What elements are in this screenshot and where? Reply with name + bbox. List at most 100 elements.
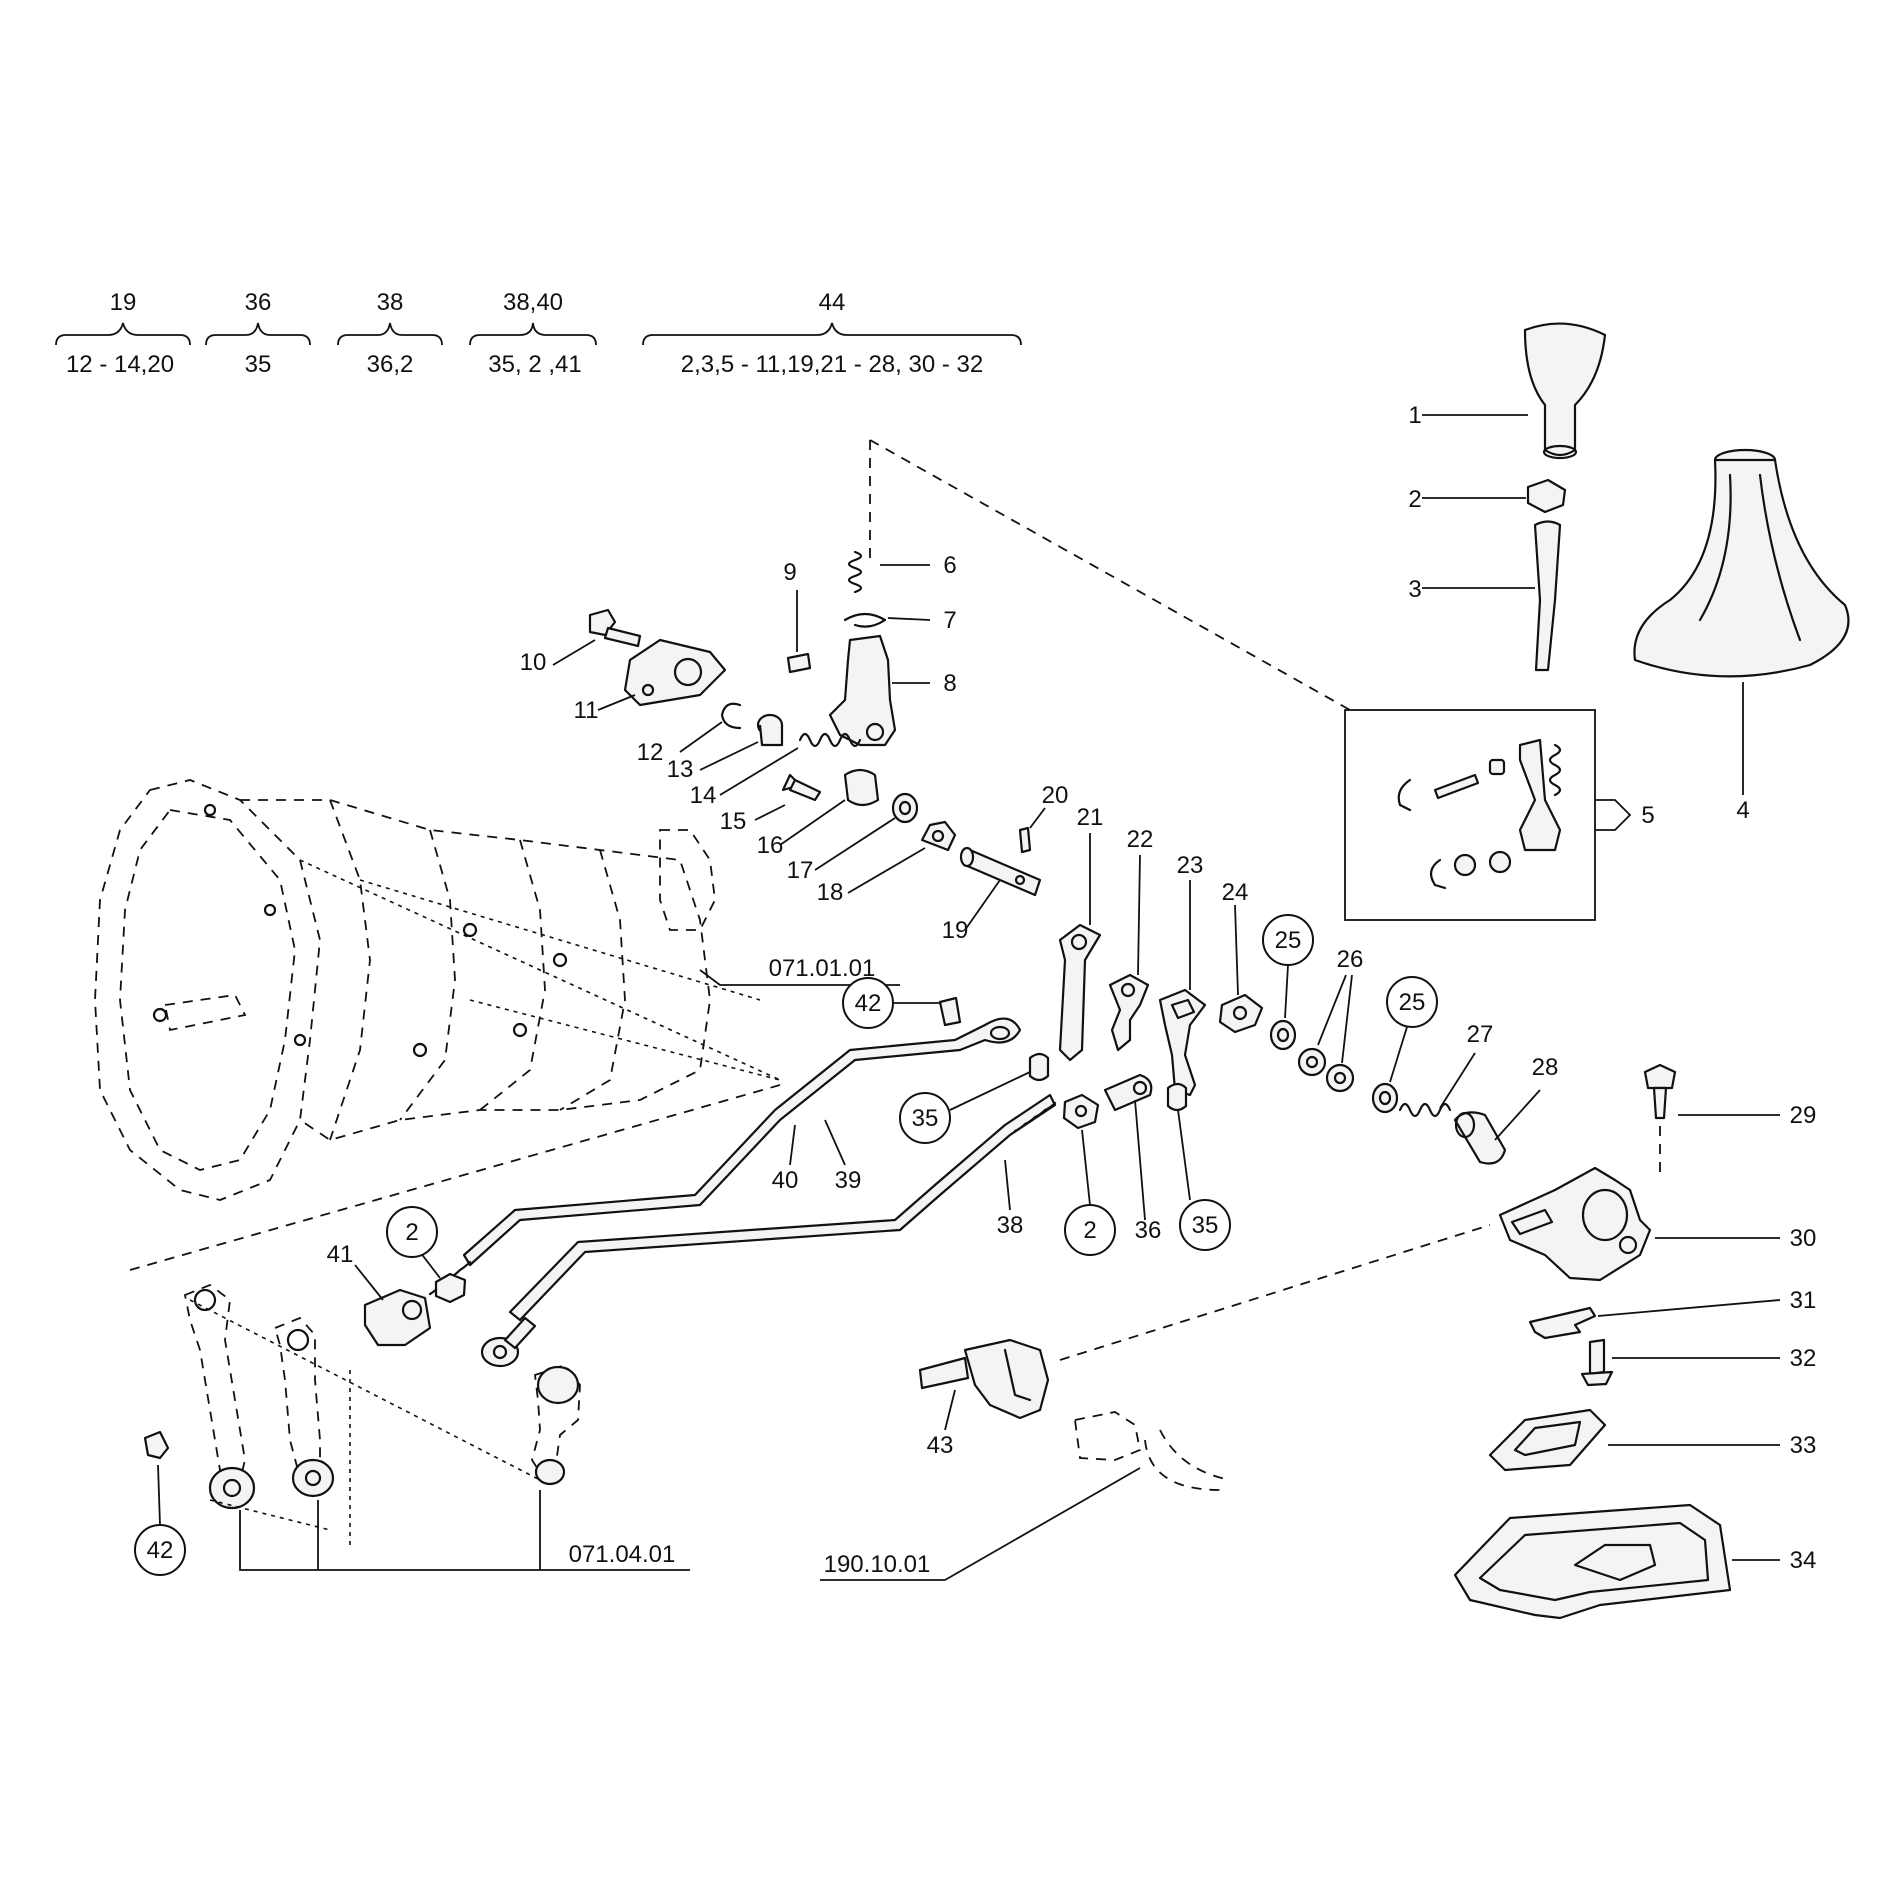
leader-25a [1284, 964, 1289, 1019]
ref-harness: 190.10.01 [824, 1551, 931, 1578]
label-21: 21 [1077, 804, 1104, 831]
group-3-brace [337, 322, 443, 346]
pin-20 [1018, 826, 1032, 854]
bushing-28 [1453, 1111, 1507, 1165]
label-2-low: 2 [405, 1219, 418, 1246]
group-2-brace [205, 322, 311, 346]
spring-6 [847, 550, 863, 594]
label-39: 39 [835, 1167, 862, 1194]
label-43: 43 [927, 1432, 954, 1459]
label-20: 20 [1042, 782, 1069, 809]
leader-20 [1029, 807, 1046, 829]
assembly-box-5 [1344, 709, 1596, 921]
label-38: 38 [997, 1212, 1024, 1239]
housing-30 [1498, 1166, 1652, 1282]
frame-33 [1488, 1408, 1607, 1472]
circle-35b [1179, 1199, 1231, 1251]
leader-25b [1389, 1026, 1408, 1083]
label-25b: 25 [1399, 989, 1426, 1016]
clevis-36 [1103, 1073, 1153, 1112]
label-30: 30 [1790, 1225, 1817, 1252]
label-9: 9 [783, 559, 796, 586]
leader-7 [887, 617, 931, 621]
label-7: 7 [943, 607, 956, 634]
group-1-top: 19 [110, 289, 137, 316]
leader-35b [1177, 1109, 1191, 1201]
label-25a: 25 [1275, 927, 1302, 954]
rod-39-40 [428, 1017, 1022, 1296]
bolt-10 [588, 608, 642, 648]
group-5-brace [642, 322, 1022, 346]
leader-26b [1341, 974, 1353, 1064]
trim-frame-34 [1453, 1503, 1732, 1620]
label-2-mid: 2 [1083, 1217, 1096, 1244]
label-26: 26 [1337, 946, 1364, 973]
gearbox-reference: 071.01.01 [699, 955, 900, 986]
label-14: 14 [690, 782, 717, 809]
group-legend: 19 12 - 14,20 36 35 38 36,2 38,40 35, 2 … [55, 289, 1022, 378]
switch-43 [918, 1338, 1050, 1420]
leader-11 [597, 694, 636, 711]
group-2-bottom: 35 [245, 351, 272, 378]
circle-2-low [386, 1206, 438, 1258]
clip-7 [843, 612, 887, 628]
shift-boot-4 [1633, 448, 1850, 678]
group-4-brace [469, 322, 597, 346]
group-1-bottom: 12 - 14,20 [66, 351, 174, 378]
group-2-top: 36 [245, 289, 272, 316]
label-17: 17 [787, 857, 814, 884]
plate-18 [920, 820, 957, 852]
label-19: 19 [942, 917, 969, 944]
circle-25a [1262, 914, 1314, 966]
label-29: 29 [1790, 1102, 1817, 1129]
label-24: 24 [1222, 879, 1249, 906]
ref-gearbox: 071.01.01 [769, 955, 876, 982]
label-23: 23 [1177, 852, 1204, 879]
group-4-bottom: 35, 2 ,41 [488, 351, 581, 378]
label-42-bottom: 42 [147, 1537, 174, 1564]
bushing-35b [1166, 1082, 1188, 1112]
label-12: 12 [637, 739, 664, 766]
dashed-guide-43 [1059, 1224, 1491, 1361]
mount-assembly [183, 1283, 581, 1531]
label-18: 18 [817, 879, 844, 906]
dashed-guide-mount [129, 1084, 781, 1271]
leader-36 [1134, 1099, 1146, 1221]
washer-25a [1269, 1019, 1297, 1051]
label-2: 2 [1408, 486, 1421, 513]
shift-knob [1523, 322, 1607, 460]
label-5: 5 [1641, 802, 1654, 829]
group-3-top: 38 [377, 289, 404, 316]
group-3-bottom: 36,2 [367, 351, 414, 378]
label-16: 16 [757, 832, 784, 859]
washer-17 [891, 792, 919, 824]
leader-15 [754, 804, 786, 821]
lever-22 [1108, 973, 1150, 1052]
leader-17 [814, 817, 896, 871]
label-28: 28 [1532, 1054, 1559, 1081]
gearbox-housing [94, 779, 781, 1201]
label-11: 11 [574, 697, 599, 724]
cap-13 [756, 713, 784, 747]
selector-8 [828, 634, 897, 747]
harness-reference: 190.10.01 [820, 1467, 1141, 1581]
nut-2-top [1526, 478, 1567, 514]
leader-18 [847, 847, 926, 894]
label-10: 10 [520, 649, 547, 676]
label-6: 6 [943, 552, 956, 579]
leader-19 [964, 879, 1001, 931]
circle-42-top [842, 977, 894, 1029]
leader-10 [552, 639, 596, 666]
washer-25b [1371, 1082, 1399, 1114]
pin-9 [786, 652, 812, 674]
circle-42-bottom [134, 1524, 186, 1576]
label-35b: 35 [1192, 1212, 1219, 1239]
label-35a: 35 [912, 1105, 939, 1132]
plate-31 [1528, 1306, 1597, 1340]
label-34: 34 [1790, 1547, 1817, 1574]
leader-13 [699, 741, 759, 771]
spring-14 [798, 732, 862, 748]
lever-23 [1158, 988, 1207, 1097]
label-8: 8 [943, 670, 956, 697]
